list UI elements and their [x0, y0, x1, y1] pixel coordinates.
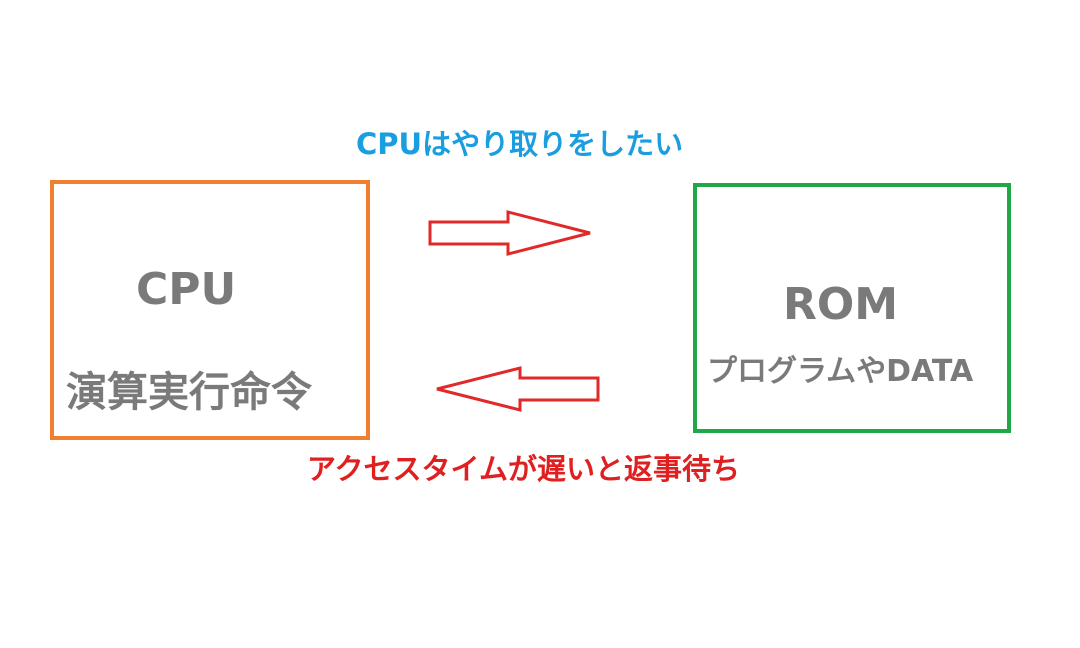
- bottom-caption: アクセスタイムが遅いと返事待ち: [307, 452, 740, 486]
- rom-title: ROM: [783, 279, 899, 330]
- cpu-box: CPU 演算実行命令: [50, 180, 370, 440]
- top-caption: CPUはやり取りをしたい: [356, 127, 684, 161]
- cpu-subtitle: 演算実行命令: [66, 368, 312, 416]
- rom-subtitle: プログラムやDATA: [707, 354, 974, 389]
- rom-box: ROM プログラムやDATA: [693, 183, 1011, 433]
- arrow-left-icon: [436, 366, 600, 412]
- cpu-title: CPU: [136, 264, 237, 315]
- arrow-right-icon: [428, 210, 591, 256]
